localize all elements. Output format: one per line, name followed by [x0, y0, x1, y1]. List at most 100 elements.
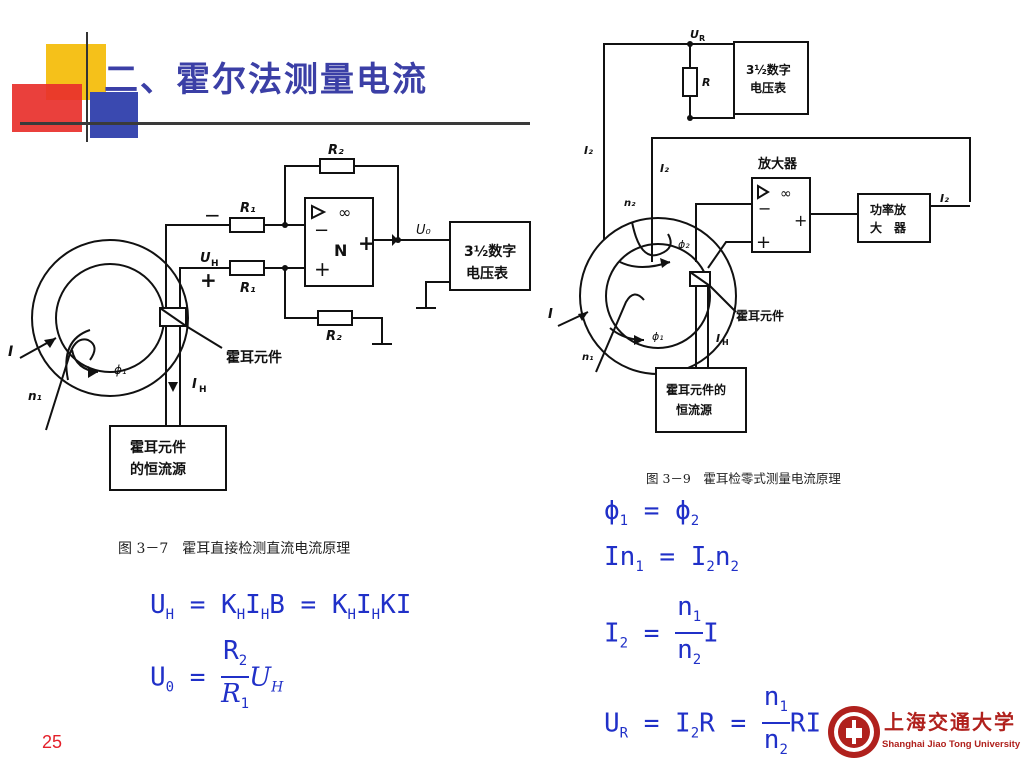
equation-u0: U0 = R2 R1 UH: [150, 636, 283, 720]
label-n1-right: n₁: [582, 352, 594, 363]
eq-ur-fraction: n1 n2: [761, 682, 790, 766]
eq-uh-i: I: [245, 590, 261, 620]
eq-uh-i2-sub: H: [371, 607, 381, 623]
eq-ur-eq: = I: [643, 708, 691, 739]
eq-ur-den-sub: 2: [779, 742, 788, 758]
right-op-amp-out-plus: +: [794, 211, 807, 230]
page-number: 25: [42, 732, 63, 752]
right-op-amp-infinity: ∞: [780, 186, 792, 202]
right-op-amp-minus: −: [758, 199, 771, 218]
equation-uh: UH = KHIHB = KHIHKI: [150, 590, 411, 623]
label-phi1-right: ϕ₁: [652, 330, 664, 343]
label-ur: U: [690, 28, 699, 41]
slide-title: 二、霍尔法测量电流: [104, 60, 428, 100]
label-r1-bottom: R₁: [240, 281, 256, 296]
equation-phi: ϕ1 = ϕ2: [604, 496, 699, 529]
title-horizontal-rule: [20, 122, 530, 125]
eq-i2-lhs-sub: 2: [619, 635, 629, 652]
voltmeter-left-line2: 电压表: [466, 265, 509, 282]
eq-uh-lhs-sub: H: [165, 607, 175, 623]
label-n2: n₂: [624, 198, 636, 209]
figure-left-diagram: ∞ − + N + R₂ R₁ R₁ R₂ − + U H U₀ 3½数字 电压…: [8, 143, 531, 491]
label-plus: +: [200, 268, 217, 292]
title-vertical-rule: [86, 32, 88, 142]
label-phi2: ϕ₂: [678, 238, 690, 251]
op-amp-minus: −: [314, 220, 329, 241]
eq-i2-den: n: [677, 635, 693, 665]
university-name-en: Shanghai Jiao Tong University: [882, 739, 1021, 750]
eq-u0-num: R: [223, 636, 239, 666]
label-phi1-left: ϕ₁: [114, 363, 127, 377]
voltmeter-right-line2: 电压表: [750, 80, 787, 95]
eq-i2-eq: =: [643, 618, 660, 649]
label-i-left: I: [8, 344, 13, 360]
eq-i2-num-sub: 1: [692, 609, 702, 625]
eq-i2-fraction: n1 n2: [675, 592, 704, 676]
eq-u0-u: U: [249, 662, 272, 693]
eq-u0-num-sub: 2: [238, 653, 248, 669]
eq-uh-i-sub: H: [260, 607, 270, 623]
label-i2-left: I₂: [584, 144, 593, 157]
eq-phi-a: ϕ: [604, 496, 620, 526]
eq-at-eq: = I: [659, 542, 707, 572]
arrowheads: [44, 222, 401, 392]
label-ih-left: I: [192, 377, 197, 392]
figure-left-caption: 图 3－7 霍耳直接检测直流电流原理: [118, 541, 351, 557]
equation-i2: I2 = n1 n2 I: [604, 592, 719, 676]
eq-uh-k-sub: H: [236, 607, 246, 623]
core-inner-ring: [55, 263, 165, 373]
eq-u0-den-sub: 1: [240, 696, 250, 712]
eq-u0-lhs: U: [150, 662, 166, 693]
eq-at-a-sub: 1: [635, 559, 644, 575]
label-r1-top: R₁: [240, 201, 256, 216]
label-amplifier: 放大器: [757, 156, 798, 172]
label-r-right: R: [702, 76, 710, 89]
eq-ur-num: n: [763, 682, 780, 712]
label-r2-top: R₂: [328, 143, 344, 158]
equation-ur: UR = I2R = n1 n2 RI: [604, 682, 821, 766]
label-ur-sub: R: [699, 34, 705, 43]
label-r2-bottom: R₂: [326, 329, 342, 344]
label-minus: −: [204, 203, 221, 227]
eq-uh-mid: = K: [189, 590, 237, 620]
source-right-line2: 恒流源: [676, 402, 712, 417]
eq-uh-tail: KI: [380, 590, 412, 620]
label-ih-right: I: [716, 332, 720, 345]
title-decoration-blue: [90, 92, 138, 138]
core-outer-ring: [31, 239, 189, 397]
eq-u0-eq: =: [189, 662, 206, 693]
eq-at-c: n: [714, 542, 731, 572]
source-left-line1: 霍耳元件: [130, 439, 186, 456]
op-amp-n-label: N: [334, 241, 347, 260]
eq-uh-lhs: U: [150, 590, 166, 620]
label-i2-mid: I₂: [660, 162, 669, 175]
equation-ampere-turns: In1 = I2n2: [604, 542, 739, 575]
label-ih-left-sub: H: [199, 385, 207, 395]
eq-ur-r: R =: [699, 708, 747, 739]
voltmeter-left-line1: 3½数字: [464, 243, 516, 260]
eq-ur-lhs-sub: R: [619, 725, 629, 742]
eq-ur-i-sub: 2: [690, 725, 700, 742]
university-name-cn: 上海交通大学: [884, 710, 1016, 734]
eq-phi-a-sub: 1: [619, 513, 629, 529]
eq-i2-lhs: I: [604, 618, 620, 649]
eq-i2-tail: I: [703, 618, 719, 649]
power-amp-line2: 大 器: [870, 220, 907, 235]
eq-at-b-sub: 2: [706, 559, 715, 575]
op-amp-output-plus: +: [358, 231, 375, 255]
eq-i2-den-sub: 2: [692, 652, 702, 668]
eq-at-c-sub: 2: [730, 559, 739, 575]
eq-uh-b: B = K: [269, 590, 348, 620]
eq-phi-b-sub: 2: [690, 513, 700, 529]
eq-uh-k2-sub: H: [347, 607, 356, 623]
eq-ur-den: n: [763, 725, 780, 755]
figure-right-diagram: ∞ − + + U R R 3½数字 电压表 I₂ I₂ 放大器 功率放 大 器…: [548, 28, 971, 433]
right-op-amp-plus: +: [756, 232, 771, 253]
university-seal-icon: [828, 706, 880, 758]
voltmeter-right-line1: 3½数字: [746, 62, 791, 77]
source-left-line2: 的恒流源: [130, 461, 186, 478]
label-i2-right: I₂: [940, 192, 949, 205]
label-uh-sub: H: [211, 259, 219, 269]
label-uh: U: [200, 251, 211, 266]
op-amp-infinity: ∞: [338, 203, 351, 222]
